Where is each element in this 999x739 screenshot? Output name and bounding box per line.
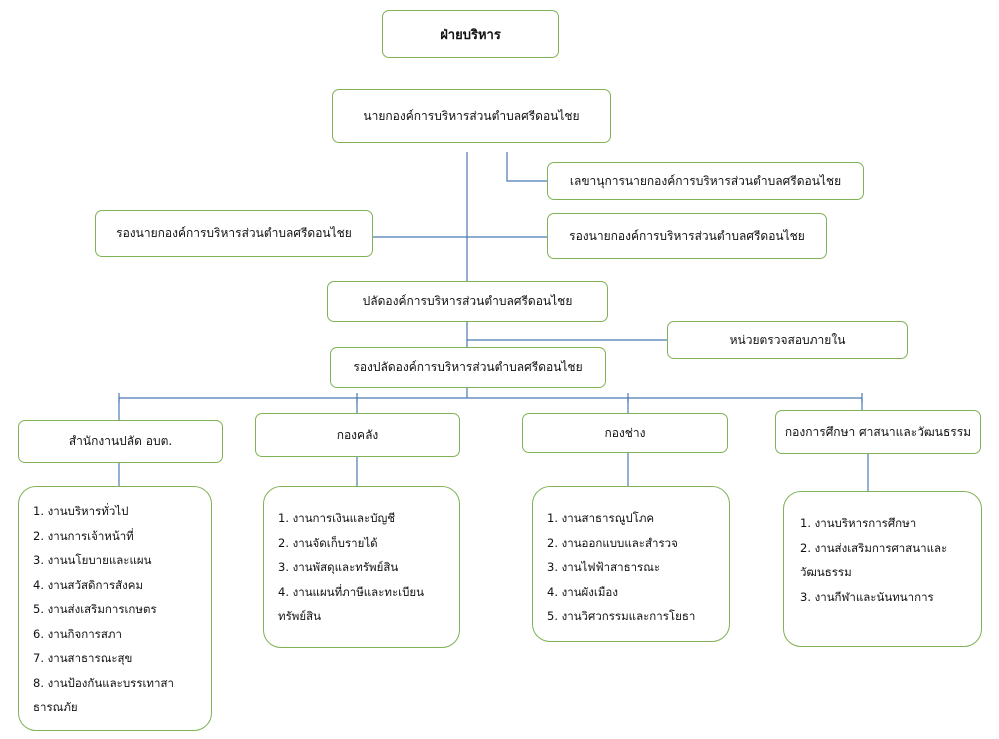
- list-item: 4. งานแผนที่ภาษีและทะเบียน: [278, 584, 424, 599]
- clerk-box: ปลัดองค์การบริหารส่วนตำบลศรีดอนไชย: [327, 281, 608, 322]
- list-item: ธารณภัย: [33, 700, 78, 714]
- title-box: ฝ่ายบริหาร: [382, 10, 559, 58]
- division-office-tasks: 1. งานบริหารทั่วไป 2. งานการเจ้าหน้าที่ …: [18, 486, 212, 731]
- list-item: 2. งานส่งเสริมการศาสนาและ: [800, 540, 948, 555]
- deputy-clerk-box: รองปลัดองค์การบริหารส่วนตำบลศรีดอนไชย: [330, 347, 606, 388]
- list-item: 7. งานสาธารณะสุข: [33, 651, 133, 665]
- division-engineering-box: กองช่าง: [522, 413, 728, 453]
- list-item: 1. งานบริหารการศึกษา: [800, 516, 917, 530]
- division-finance-tasks: 1. งานการเงินและบัญชี 2. งานจัดเก็บรายได…: [263, 486, 460, 648]
- list-item: 8. งานป้องกันและบรรเทาสา: [33, 675, 174, 690]
- list-item: ทรัพย์สิน: [278, 609, 321, 623]
- list-item: 2. งานการเจ้าหน้าที่: [33, 528, 134, 543]
- list-item: 1. งานบริหารทั่วไป: [33, 504, 129, 518]
- division-education-tasks: 1. งานบริหารการศึกษา 2. งานส่งเสริมการศา…: [783, 491, 982, 647]
- division-education-box: กองการศึกษา ศาสนาและวัฒนธรรม: [775, 410, 981, 454]
- list-item: 2. งานออกแบบและสำรวจ: [547, 535, 678, 550]
- list-item: 5. งานส่งเสริมการเกษตร: [33, 602, 157, 616]
- list-item: 4. งานผังเมือง: [547, 584, 618, 599]
- secretary-box: เลขานุการนายกองค์การบริหารส่วนตำบลศรีดอน…: [547, 162, 864, 200]
- mayor-box: นายกองค์การบริหารส่วนตำบลศรีดอนไชย: [332, 89, 611, 143]
- list-item: 5. งานวิศวกรรมและการโยธา: [547, 609, 696, 623]
- list-item: 3. งานพัสดุและทรัพย์สิน: [278, 560, 399, 574]
- audit-box: หน่วยตรวจสอบภายใน: [667, 321, 908, 359]
- list-item: 2. งานจัดเก็บรายได้: [278, 535, 378, 550]
- deputy-mayor-right-box: รองนายกองค์การบริหารส่วนตำบลศรีดอนไชย: [547, 213, 827, 259]
- list-item: 1. งานสาธารณูปโภค: [547, 511, 655, 525]
- list-item: 3. งานไฟฟ้าสาธารณะ: [547, 560, 661, 574]
- list-item: 4. งานสวัสดิการสังคม: [33, 577, 144, 592]
- list-item: 6. งานกิจการสภา: [33, 626, 122, 641]
- list-item: 1. งานการเงินและบัญชี: [278, 511, 396, 525]
- list-item: 3. งานกีฬาและนันทนาการ: [800, 589, 934, 604]
- division-office-box: สำนักงานปลัด อบต.: [18, 420, 223, 463]
- division-finance-box: กองคลัง: [255, 413, 460, 457]
- division-engineering-tasks: 1. งานสาธารณูปโภค 2. งานออกแบบและสำรวจ 3…: [532, 486, 730, 642]
- list-item: 3. งานนโยบายและแผน: [33, 553, 152, 567]
- secretary-connector: [506, 152, 547, 182]
- list-item: วัฒนธรรม: [800, 565, 852, 579]
- deputy-mayor-left-box: รองนายกองค์การบริหารส่วนตำบลศรีดอนไชย: [95, 210, 373, 257]
